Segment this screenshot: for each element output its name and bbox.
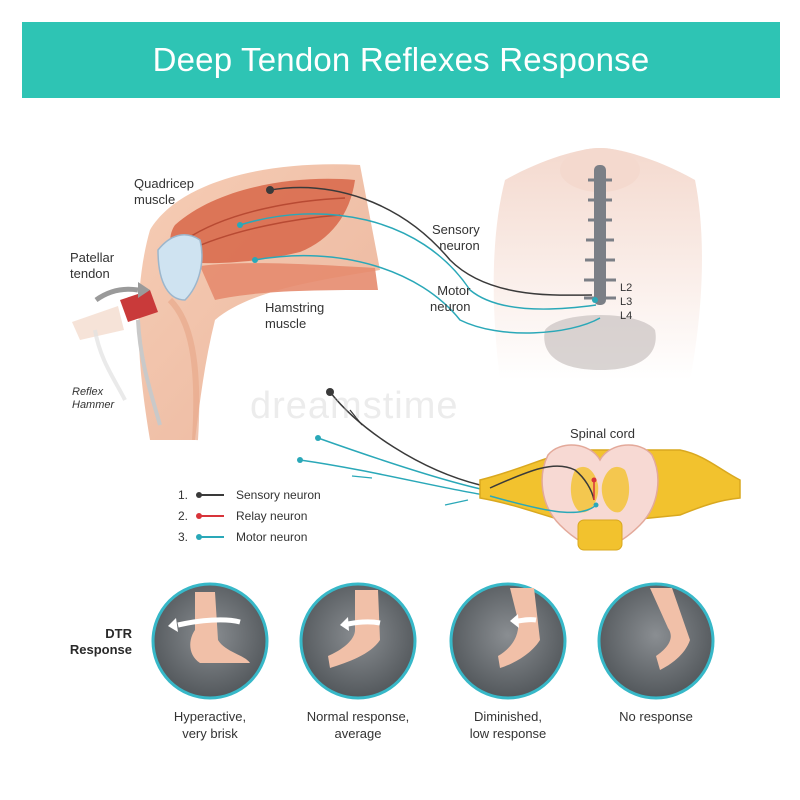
title-banner: Deep Tendon Reflexes Response bbox=[22, 22, 780, 98]
label-patellar-tendon: Patellar tendon bbox=[70, 250, 115, 281]
dtr-circle-1 bbox=[151, 582, 269, 700]
legend-label: Motor neuron bbox=[236, 530, 308, 544]
label-sensory-neuron: Sensory neuron bbox=[432, 222, 480, 253]
dtr-caption-none: No response bbox=[619, 709, 693, 724]
label-quadricep: Quadricep muscle bbox=[134, 176, 194, 207]
spine bbox=[584, 165, 616, 305]
legend-label: Relay neuron bbox=[236, 509, 308, 523]
legend-number: 3. bbox=[178, 530, 189, 544]
dtr-caption-hyperactive: Hyperactive, very brisk bbox=[173, 709, 247, 741]
dtr-circle-4 bbox=[597, 582, 715, 700]
torso-illustration bbox=[493, 148, 702, 380]
dtr-caption-diminished: Diminished, low response bbox=[469, 709, 547, 741]
reflex-hammer bbox=[72, 282, 162, 426]
label-l2: L2 bbox=[620, 282, 633, 294]
legend-number: 2. bbox=[178, 509, 189, 523]
dtr-circle-2 bbox=[299, 582, 417, 700]
legend-item-motor: 3. Motor neuron bbox=[178, 529, 307, 545]
spinal-pathways bbox=[297, 388, 486, 506]
legend-item-relay: 2. Relay neuron bbox=[178, 508, 307, 524]
spinal-cord-section bbox=[479, 444, 741, 551]
leg-illustration bbox=[138, 164, 380, 441]
legend-number: 1. bbox=[178, 488, 189, 502]
dtr-circles bbox=[151, 582, 715, 700]
label-l4: L4 bbox=[620, 310, 633, 322]
legend-swatch bbox=[196, 531, 230, 543]
label-motor-neuron: Motor neuron bbox=[430, 283, 471, 314]
page-title: Deep Tendon Reflexes Response bbox=[152, 41, 650, 78]
dtr-caption-normal: Normal response, average bbox=[306, 709, 410, 741]
label-reflex-hammer: Reflex Hammer bbox=[72, 386, 115, 411]
label-hamstring: Hamstring muscle bbox=[265, 300, 325, 331]
watermark-text: dreamstime bbox=[250, 385, 459, 427]
dtr-circle-3 bbox=[449, 582, 567, 700]
dtr-response-title: DTR Response bbox=[69, 626, 132, 657]
legend-swatch bbox=[196, 510, 230, 522]
neuron-pathways bbox=[237, 186, 601, 334]
label-spinal-cord: Spinal cord bbox=[570, 426, 636, 441]
legend-swatch bbox=[196, 489, 230, 501]
legend-label: Sensory neuron bbox=[236, 488, 321, 502]
legend-item-sensory: 1. Sensory neuron bbox=[178, 487, 321, 503]
label-l3: L3 bbox=[620, 296, 633, 308]
